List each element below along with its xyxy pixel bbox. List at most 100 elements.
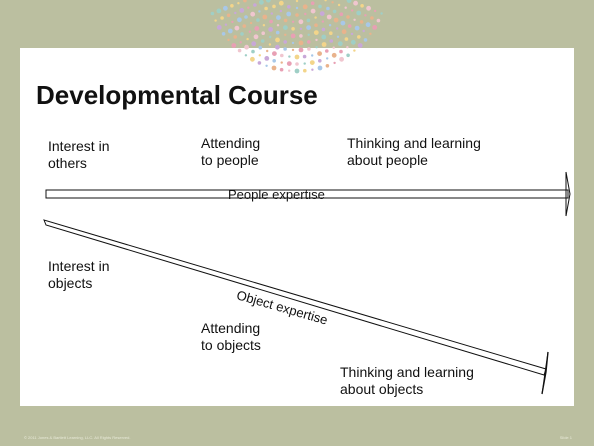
decorative-dot bbox=[360, 4, 364, 8]
decorative-dot bbox=[261, 31, 266, 35]
decorative-dot bbox=[251, 41, 257, 47]
decorative-dot bbox=[314, 16, 317, 19]
decorative-dot bbox=[216, 25, 222, 30]
decorative-dot bbox=[231, 43, 237, 48]
decorative-dot bbox=[359, 20, 364, 24]
decorative-dot bbox=[214, 19, 217, 22]
decorative-dot bbox=[321, 20, 325, 23]
label-interest-in-objects: Interest in objects bbox=[48, 258, 110, 291]
decorative-dot bbox=[259, 0, 264, 5]
decorative-dot bbox=[315, 38, 318, 42]
decorative-dot bbox=[326, 14, 332, 20]
decorative-dot bbox=[369, 32, 372, 35]
decorative-dot bbox=[291, 20, 295, 23]
decorative-dot bbox=[279, 9, 283, 13]
decorative-dot bbox=[280, 61, 283, 64]
decorative-dot bbox=[237, 2, 240, 5]
decorative-dot bbox=[220, 16, 224, 20]
decorative-dot bbox=[362, 29, 365, 33]
decorative-dot bbox=[291, 41, 295, 45]
decorative-dot bbox=[250, 11, 256, 17]
decorative-dot bbox=[251, 49, 255, 54]
decorative-dot bbox=[304, 12, 307, 16]
decorative-dot bbox=[317, 65, 323, 71]
decorative-dot bbox=[340, 20, 346, 26]
label-thinking-about-objects: Thinking and learning about objects bbox=[340, 364, 474, 397]
decorative-dot bbox=[295, 0, 299, 3]
decorative-dot bbox=[271, 65, 277, 71]
decorative-dot bbox=[364, 14, 367, 17]
decorative-dot bbox=[264, 6, 268, 11]
decorative-dot bbox=[257, 61, 262, 65]
decorative-dot bbox=[326, 57, 329, 60]
object-expertise-arrow bbox=[43, 219, 549, 395]
decorative-dot bbox=[337, 3, 341, 7]
decorative-dot bbox=[346, 15, 350, 19]
slide-frame-right bbox=[574, 0, 594, 446]
decorative-dot bbox=[237, 48, 242, 53]
decorative-dot bbox=[294, 68, 300, 74]
decorative-dot bbox=[329, 39, 334, 43]
decorative-dot bbox=[332, 46, 335, 49]
decorative-dot bbox=[357, 43, 363, 48]
decorative-dot bbox=[243, 0, 247, 3]
decorative-dot bbox=[248, 30, 252, 33]
decorative-dot bbox=[272, 51, 277, 56]
decorative-dot bbox=[262, 14, 268, 20]
decorative-dot bbox=[265, 64, 268, 68]
decorative-dot bbox=[347, 24, 352, 28]
decorative-dot bbox=[370, 16, 374, 20]
decorative-dot bbox=[324, 0, 327, 2]
decorative-dot bbox=[372, 25, 378, 30]
decorative-dot bbox=[272, 4, 276, 9]
decorative-dot bbox=[288, 55, 291, 58]
decorative-dot bbox=[332, 9, 337, 14]
decorative-dot bbox=[318, 59, 322, 63]
decorative-dot bbox=[331, 52, 337, 58]
slide-title: Developmental Course bbox=[36, 80, 318, 110]
decorative-dot bbox=[266, 0, 271, 3]
decorative-dot bbox=[336, 27, 339, 30]
decorative-dot bbox=[239, 7, 245, 13]
decorative-dot bbox=[253, 34, 259, 40]
decorative-dot bbox=[224, 23, 228, 26]
decorative-dot bbox=[298, 19, 304, 25]
decorative-dot bbox=[351, 9, 354, 12]
decorative-dot bbox=[321, 42, 327, 47]
decorative-dot bbox=[311, 68, 314, 71]
decorative-dot bbox=[376, 18, 381, 23]
decorative-dot bbox=[258, 45, 263, 50]
decorative-dot bbox=[223, 5, 228, 11]
decorative-dot bbox=[284, 33, 287, 36]
decorative-dot bbox=[346, 46, 349, 49]
decorative-dot bbox=[326, 6, 330, 11]
decorative-dot bbox=[350, 39, 356, 45]
decorative-dot bbox=[276, 24, 280, 27]
decorative-dot bbox=[291, 27, 295, 31]
label-attending-to-objects: Attending to objects bbox=[201, 320, 261, 353]
decorative-dot bbox=[268, 43, 272, 46]
decorative-dot bbox=[299, 27, 303, 30]
decorative-dot bbox=[329, 31, 333, 35]
decorative-dot bbox=[275, 30, 280, 35]
decorative-dot bbox=[270, 12, 273, 15]
decorative-dot bbox=[295, 6, 299, 10]
decorative-dot bbox=[286, 61, 292, 66]
decorative-dot bbox=[331, 1, 334, 4]
decorative-dot bbox=[346, 0, 352, 3]
decorative-dot bbox=[260, 39, 265, 43]
decorative-dot bbox=[269, 19, 273, 24]
decorative-dot bbox=[333, 61, 336, 65]
decorative-dot bbox=[233, 35, 237, 39]
decorative-dot bbox=[290, 33, 296, 39]
decorative-dot bbox=[240, 32, 244, 36]
decorative-dot bbox=[283, 47, 287, 51]
decorative-dot bbox=[319, 11, 325, 16]
decorative-dot bbox=[250, 56, 255, 62]
label-interest-in-others: Interest in others bbox=[48, 138, 110, 171]
decorative-dot bbox=[318, 4, 322, 9]
decorative-dot bbox=[302, 4, 308, 10]
decorative-dot bbox=[317, 51, 322, 56]
decorative-dot bbox=[278, 0, 284, 6]
